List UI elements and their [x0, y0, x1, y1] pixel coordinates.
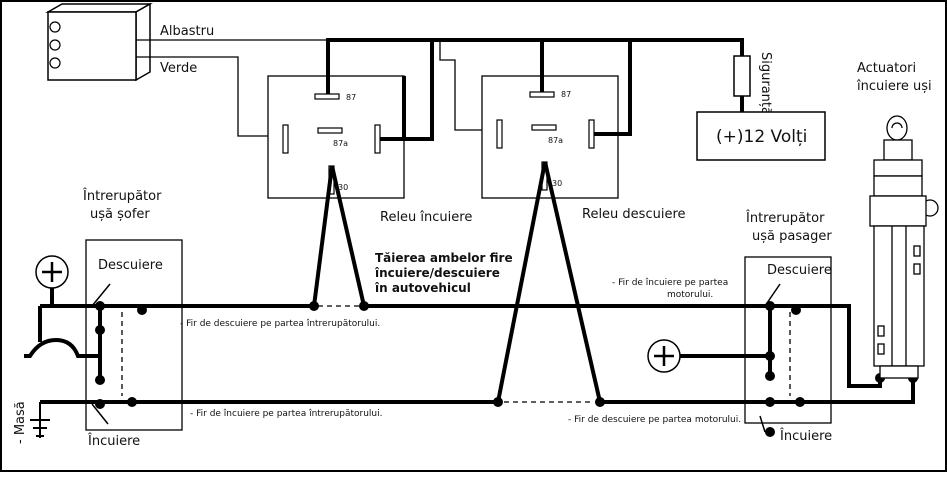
- relay-lock-pin-30: 30: [338, 183, 348, 192]
- relay-lock-pin-87a: 87a: [333, 139, 348, 148]
- power-source-box: [696, 111, 826, 161]
- note-lock-switch-side: - Fir de încuiere pe partea întrerupător…: [190, 409, 383, 419]
- passenger-switch-unlock-label: Descuiere: [767, 263, 832, 278]
- power-source-label: (+)12 Volți: [716, 127, 807, 147]
- ground-label: - Masă: [13, 401, 28, 444]
- driver-switch-unlock-label: Descuiere: [98, 258, 163, 273]
- relay-output-wires: [312, 161, 602, 403]
- positive-symbol-passenger: [647, 339, 681, 373]
- passenger-switch: [744, 256, 832, 424]
- blue-wire-label: Albastru: [160, 24, 214, 39]
- driver-switch-lock-label: Încuiere: [87, 433, 140, 449]
- relay-lock-label: Releu încuiere: [380, 210, 472, 225]
- lock-actuator: [869, 115, 939, 379]
- door-wires: [38, 304, 915, 404]
- cut-note-line3: în autovehicul: [374, 281, 471, 295]
- ground-jumper: [24, 337, 100, 358]
- actuators-label-line2: încuiere uși: [856, 79, 932, 94]
- cut-gaps: [121, 303, 791, 405]
- fuse-label: Siguranță: [758, 52, 773, 115]
- positive-symbol-driver: [35, 255, 69, 306]
- relay-lock-pin-87: 87: [346, 93, 356, 102]
- note-lock-motor-side-line1: - Fir de încuiere pe partea: [612, 278, 728, 288]
- note-lock-motor-side-line2: motorului.: [667, 290, 713, 300]
- relay-unlock-label: Releu descuiere: [582, 207, 686, 222]
- ground-symbol: [30, 402, 50, 438]
- fuse: [733, 55, 751, 97]
- cut-note-line2: încuiere/descuiere: [374, 266, 500, 280]
- driver-switch-title-line2: ușă șofer: [90, 207, 150, 222]
- switch-blades: [91, 283, 781, 433]
- relay-unlock-pin-30: 30: [552, 179, 562, 188]
- passenger-switch-lock-label: Încuiere: [779, 428, 832, 444]
- note-unlock-switch-side: - Fir de descuiere pe partea întrerupăto…: [180, 319, 380, 329]
- cut-note-line1: Tăierea ambelor fire: [375, 251, 513, 265]
- power-bus: [326, 38, 744, 141]
- passenger-switch-title-line1: Întrerupător: [745, 210, 825, 226]
- control-module: [45, 2, 153, 82]
- note-unlock-motor-side: - Fir de descuiere pe partea motorului.: [568, 415, 741, 425]
- driver-switch-title-line1: Întrerupător: [82, 188, 162, 204]
- actuators-label-line1: Actuatori: [857, 61, 916, 76]
- relay-unlock-pin-87: 87: [561, 90, 571, 99]
- green-wire-label: Verde: [160, 61, 197, 76]
- relay-unlock-pin-87a: 87a: [548, 136, 563, 145]
- passenger-switch-title-line2: ușă pasager: [752, 229, 832, 244]
